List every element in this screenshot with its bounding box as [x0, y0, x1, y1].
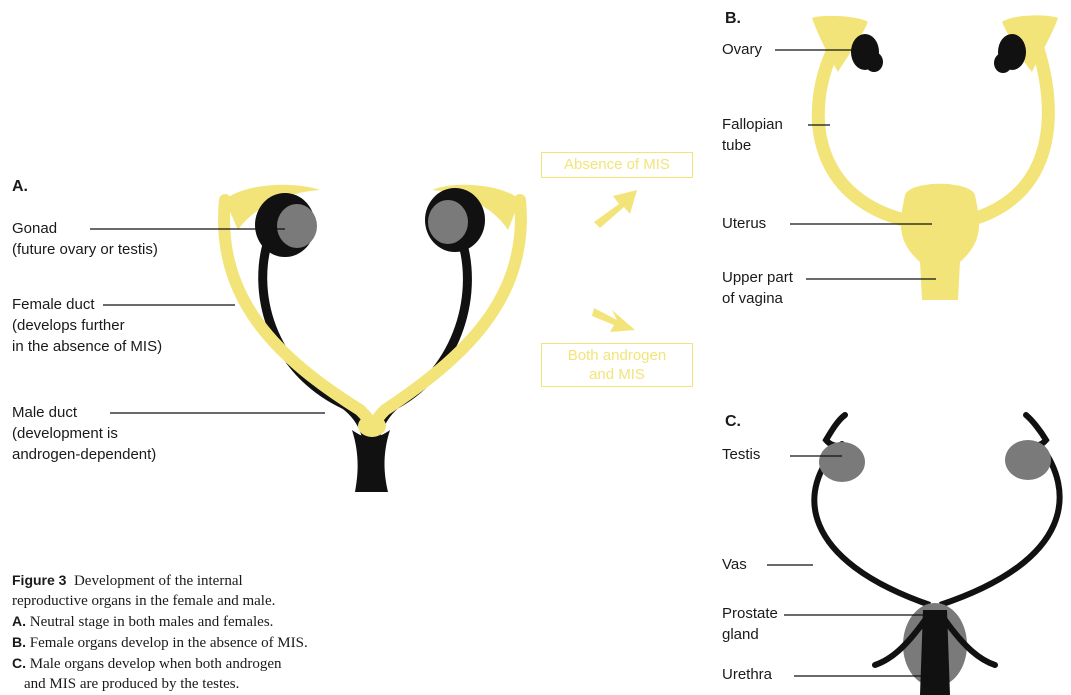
caption-item-a: A. Neutral stage in both males and femal… [12, 611, 372, 632]
caption-line-1: Figure 3 Development of the internal [12, 570, 372, 591]
panel-a-letter: A. [12, 178, 28, 196]
male-duct-label: Male duct (development is androgen-depen… [12, 402, 156, 465]
urogenital-sinus [352, 430, 390, 492]
gonad-left-core [277, 204, 317, 248]
testis-left [819, 442, 865, 482]
vagina-label: Upper part of vagina [722, 267, 793, 309]
gonad-label: Gonad (future ovary or testis) [12, 218, 158, 260]
panel-b-letter: B. [725, 10, 741, 28]
caption-item-c: C. Male organs develop when both androge… [12, 653, 372, 674]
uterus-label: Uterus [722, 213, 766, 234]
gonad-right-core [428, 200, 468, 244]
ovary-left-lobe [865, 52, 883, 72]
urethra-shape [920, 610, 950, 695]
arrow-down-right-shape [592, 308, 635, 332]
arrow-up-right-shape [594, 190, 637, 228]
absence-of-mis-box: Absence of MIS [541, 152, 693, 178]
testis-label: Testis [722, 444, 760, 465]
figure-caption: Figure 3 Development of the internal rep… [12, 570, 372, 694]
figure-label: Figure 3 [12, 572, 66, 588]
ovary-label: Ovary [722, 39, 762, 60]
duct-junction [358, 415, 386, 437]
fallopian-tube-label: Fallopian tube [722, 114, 783, 156]
testis-right [1005, 440, 1051, 480]
uterus-shape [901, 184, 979, 300]
female-duct-label: Female duct (develops further in the abs… [12, 294, 162, 357]
epididymis-left [826, 415, 845, 446]
both-androgen-mis-box: Both androgen and MIS [541, 343, 693, 387]
prostate-gland-label: Prostate gland [722, 603, 778, 645]
caption-item-c-cont: and MIS are produced by the testes. [12, 674, 372, 694]
panel-c-letter: C. [725, 413, 741, 431]
caption-item-b: B. Female organs develop in the absence … [12, 632, 372, 653]
vas-label: Vas [722, 554, 747, 575]
panel-b-illustration [775, 15, 1058, 300]
caption-line-2: reproductive organs in the female and ma… [12, 591, 372, 611]
panel-c-illustration [767, 415, 1060, 695]
urethra-label: Urethra [722, 664, 772, 685]
ovary-right-lobe [994, 53, 1012, 73]
